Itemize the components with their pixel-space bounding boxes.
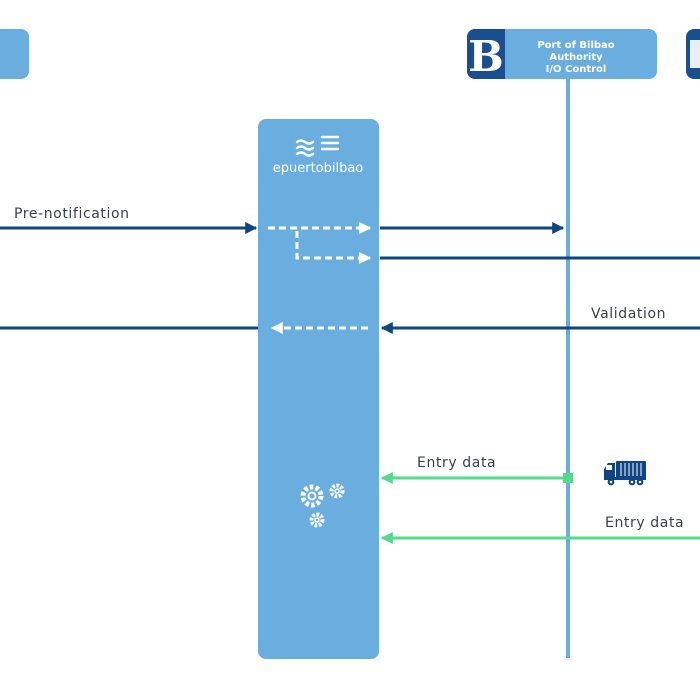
gears-icon bbox=[300, 483, 345, 528]
authority-lifeline bbox=[566, 78, 570, 658]
truck-icon bbox=[604, 461, 646, 486]
entry-data-label-2: Entry data bbox=[605, 515, 684, 531]
validation-label: Validation bbox=[591, 306, 666, 322]
internal-forward-arrow-2 bbox=[295, 231, 372, 264]
authority-title-line2: Authority bbox=[549, 52, 603, 63]
left-participant-box bbox=[0, 29, 29, 79]
right-participant-box bbox=[686, 29, 700, 79]
authority-title-line3: I/O Control bbox=[546, 64, 607, 75]
authority-title-line1: Port of Bilbao bbox=[537, 40, 614, 51]
authority-header-box: B Port of Bilbao Authority I/O Control bbox=[467, 29, 657, 81]
epuertobilbao-brand-name: epuertobilbao bbox=[273, 161, 364, 176]
entry-data-label-1: Entry data bbox=[417, 455, 496, 471]
pre-notification-label: Pre-notification bbox=[14, 206, 130, 222]
authority-logo-letter: B bbox=[468, 32, 504, 81]
epuertobilbao-logo-icon bbox=[295, 135, 340, 157]
epuertobilbao-panel bbox=[258, 119, 379, 659]
entry-data-source-marker bbox=[563, 473, 573, 483]
